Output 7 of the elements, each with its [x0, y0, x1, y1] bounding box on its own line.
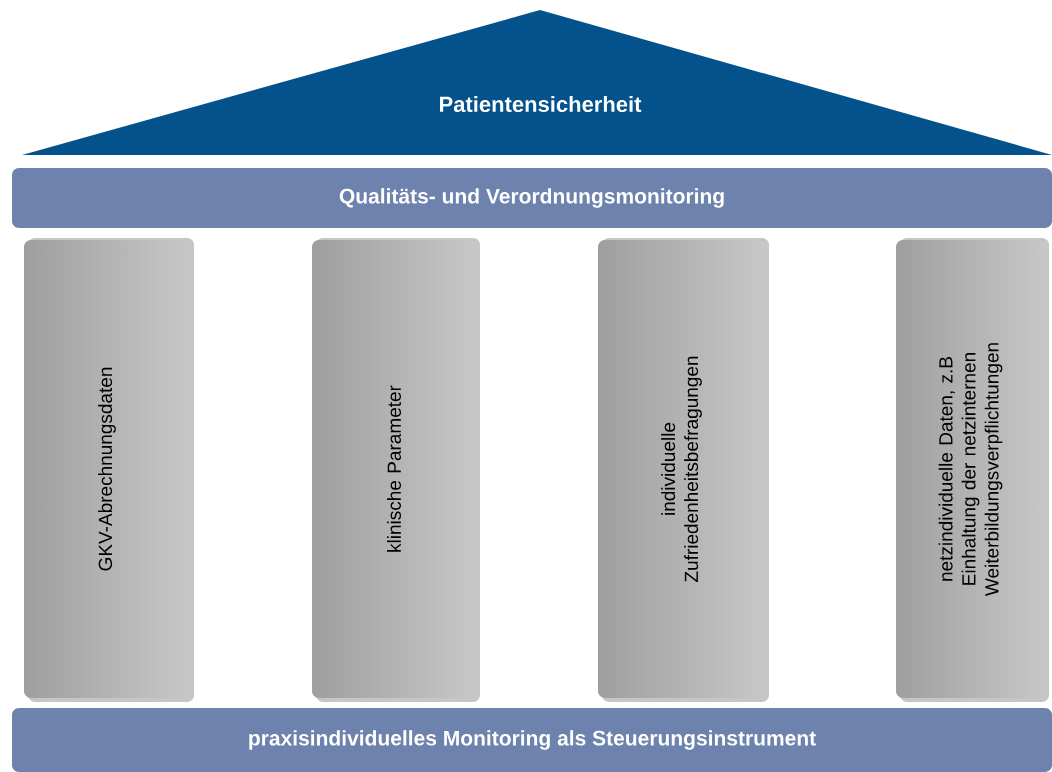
- pillar-column: netzindividuelle Daten, z.B Einhaltung der netzinternen Weiterbildungsverpflichtungen: [896, 238, 1049, 702]
- beam-band: praxisindividuelles Monitoring als Steuerungsinstrument: [12, 708, 1052, 772]
- beam-band: Qualitäts- und Verordnungsmonitoring: [12, 168, 1052, 228]
- pillar-column: klinische Parameter: [312, 238, 480, 702]
- roof-triangle: Patientensicherheit: [22, 10, 1052, 155]
- pillar-column: individuelle Zufriedenheitsbefragungen: [598, 238, 769, 702]
- pillar-column: GKV-Abrechnungsdaten: [24, 238, 194, 702]
